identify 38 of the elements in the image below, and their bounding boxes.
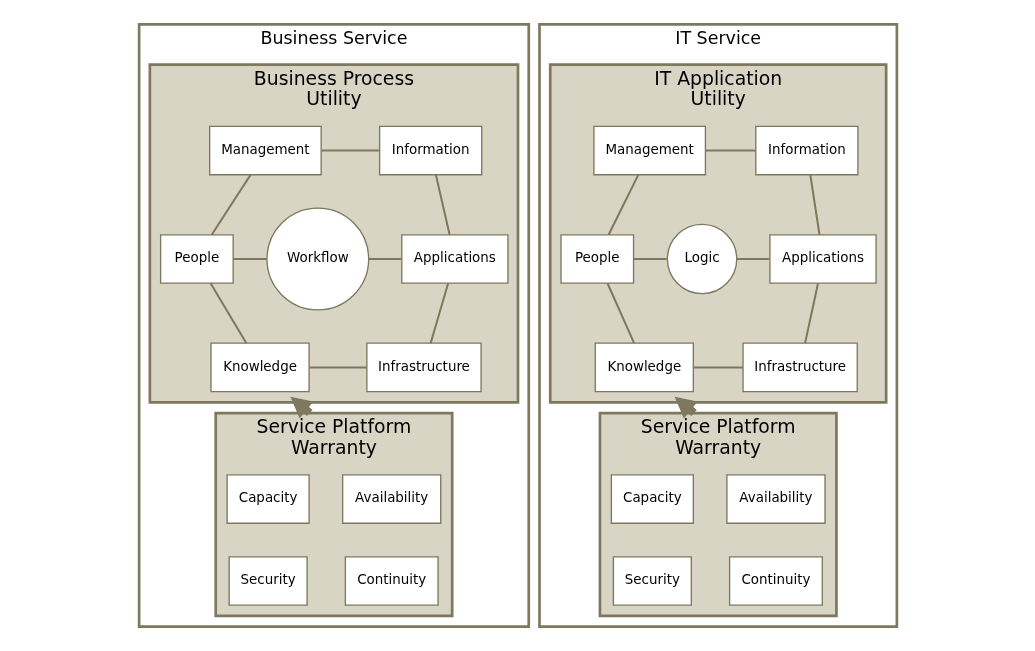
connector	[232, 258, 267, 260]
node-box: Infrastructure	[365, 342, 482, 393]
node-circle: Logic	[666, 223, 737, 295]
node-box: Capacity	[225, 474, 310, 524]
connector	[209, 282, 247, 344]
connector	[434, 174, 451, 235]
connector	[803, 283, 819, 344]
connector	[693, 366, 743, 369]
node-box: Infrastructure	[741, 342, 858, 393]
node-box: People	[559, 234, 634, 284]
connector	[429, 283, 449, 344]
node-box: Information	[754, 125, 859, 176]
node-box: Capacity	[610, 474, 694, 524]
node-box: Continuity	[728, 556, 823, 606]
node-box: Management	[592, 125, 706, 176]
connector	[368, 258, 402, 260]
node-circle: Workflow	[265, 207, 369, 311]
connector	[705, 149, 755, 152]
connector	[308, 366, 367, 369]
connector	[633, 258, 667, 260]
node-box: People	[159, 234, 234, 284]
node-box: Information	[378, 125, 482, 176]
connector	[736, 258, 769, 260]
connector	[606, 282, 635, 344]
node-box: Knowledge	[594, 342, 694, 393]
connector	[210, 174, 251, 236]
node-box: Availability	[725, 474, 826, 524]
node-box: Management	[208, 125, 322, 176]
connector	[607, 174, 639, 236]
connector	[808, 174, 820, 235]
node-box: Security	[227, 556, 308, 606]
node-box: Applications	[768, 234, 877, 284]
node-box: Availability	[341, 474, 441, 524]
node-box: Security	[612, 556, 692, 606]
node-box: Knowledge	[209, 342, 310, 393]
connector	[321, 149, 380, 152]
node-box: Applications	[400, 234, 509, 284]
node-box: Continuity	[344, 556, 439, 606]
